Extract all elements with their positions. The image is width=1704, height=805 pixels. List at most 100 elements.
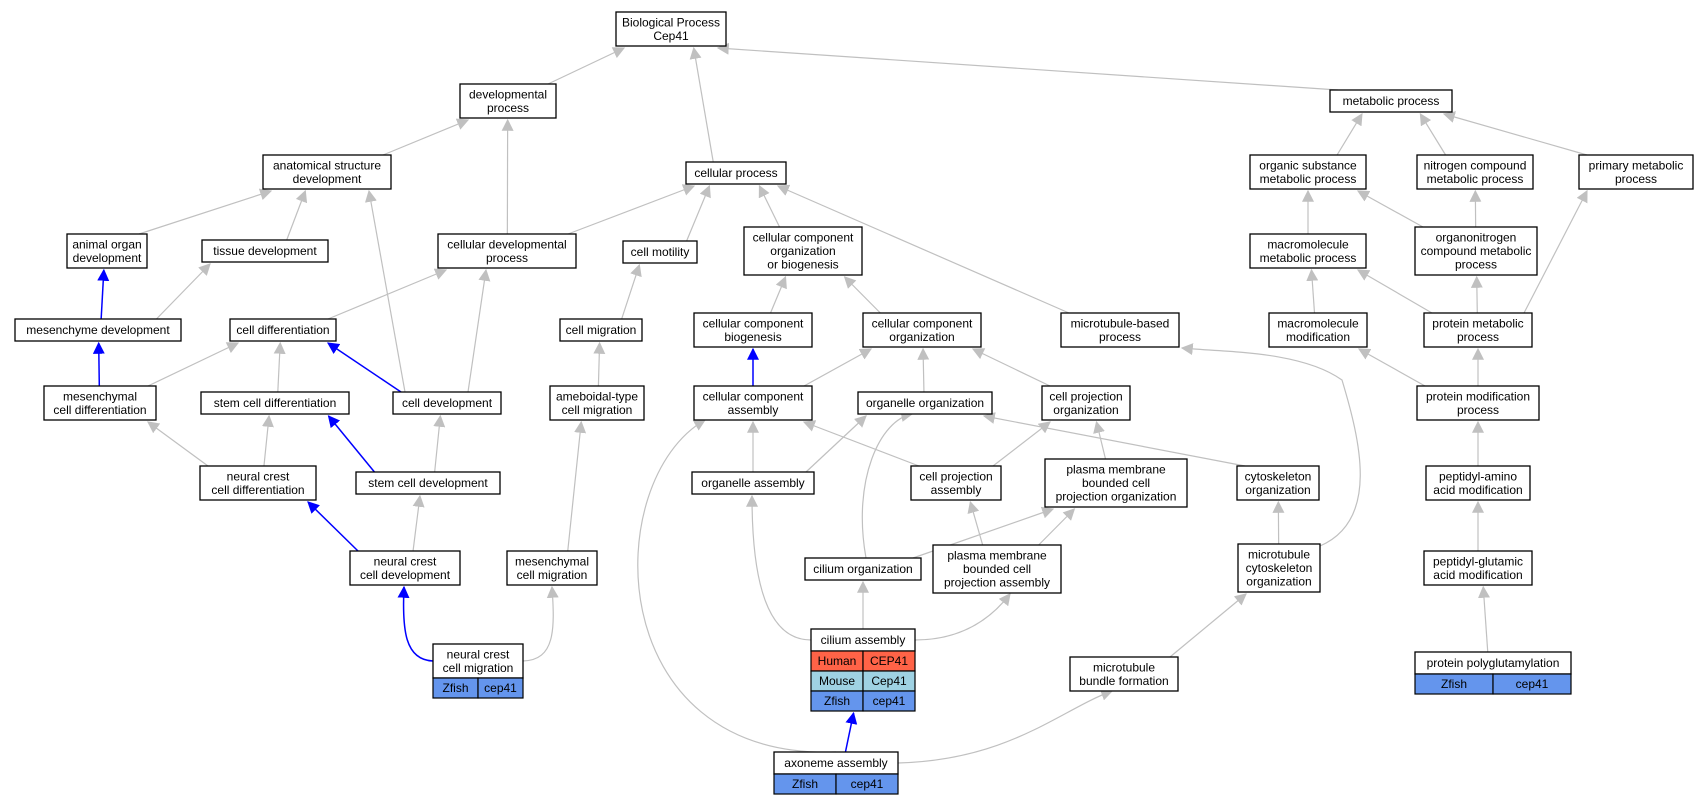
node-label-line: cellular component — [703, 316, 804, 330]
node-label-line: cell motility — [631, 245, 690, 259]
is-a-edge-cpa-to-cca — [802, 420, 920, 467]
is-a-edge-cco-to-ccob — [843, 276, 881, 314]
node-box — [691, 471, 815, 495]
annotation-gene: cep41 — [1516, 677, 1549, 691]
is-a-edge-osmp-to-meta — [1336, 112, 1363, 156]
node-mdev[interactable]: mesenchyme development — [14, 318, 182, 342]
node-label-line: projection assembly — [944, 576, 1050, 590]
node-label-line: tissue development — [213, 244, 317, 258]
is-a-edge-acm-to-cmig — [593, 341, 606, 387]
node-label-line: process — [1457, 403, 1499, 417]
node-box — [1268, 312, 1368, 348]
node-box — [910, 465, 1002, 501]
node-box — [693, 385, 813, 421]
edges-layer — [92, 42, 1588, 764]
node-box — [437, 233, 577, 269]
node-label-line: modification — [1286, 330, 1350, 344]
is-a-edge-ocmp-to-osmp — [1356, 190, 1424, 228]
is-a-edge-td-to-asd — [286, 189, 308, 241]
is-a-edge-cdiff-to-cdp — [327, 268, 448, 320]
node-cp[interactable]: cellular process — [685, 161, 787, 185]
node-label-line: development — [73, 251, 142, 265]
annotation-gene-cell — [835, 773, 899, 795]
node-label-line: cell migration — [562, 403, 633, 417]
is-a-edge-celldev-to-asd — [364, 189, 406, 393]
node-scd[interactable]: stem cell differentiation — [200, 391, 350, 415]
node-label-line: organization — [1053, 403, 1118, 417]
node-label-line: cell differentiation — [53, 403, 146, 417]
is-a-edge-cmig-to-cm — [621, 263, 642, 320]
node-corg[interactable]: cilium organization — [804, 557, 922, 581]
node-box — [1423, 550, 1533, 586]
is-a-edge-cm-to-cp — [686, 184, 711, 242]
node-label-line: cell projection — [1049, 389, 1122, 403]
node-celldev[interactable]: cell development — [392, 391, 502, 415]
node-box — [1249, 154, 1367, 190]
node-oa[interactable]: organelle assembly — [691, 471, 815, 495]
node-cmig[interactable]: cell migration — [559, 318, 643, 342]
is-a-edge-scdev-to-celldev — [433, 414, 446, 473]
node-box — [229, 318, 337, 342]
node-cdiff[interactable]: cell differentiation — [229, 318, 337, 342]
annotation-species: Human — [818, 654, 857, 668]
is-a-edge-ncdev-to-scdev — [412, 494, 425, 552]
node-label-line: axoneme assembly — [784, 756, 887, 770]
annotation-species: Zfish — [442, 681, 468, 695]
node-oorg[interactable]: organelle organization — [857, 391, 993, 415]
annotation-gene-cell — [1492, 673, 1572, 695]
node-box — [1236, 465, 1320, 501]
node-scdev[interactable]: stem cell development — [355, 471, 501, 495]
is-a-edge-protmp-to-ocmp — [1470, 275, 1483, 314]
annotation-gene-cell — [862, 690, 916, 712]
node-box — [1423, 312, 1533, 348]
is-a-edge-aod-to-asd — [138, 188, 273, 235]
node-box — [349, 550, 461, 586]
node-label-line: cell migration — [517, 568, 588, 582]
node-td[interactable]: tissue development — [201, 239, 329, 263]
is-a-edge-pmp-to-meta — [1442, 111, 1588, 156]
node-label-line: cell differentiation — [236, 323, 329, 337]
node-cm[interactable]: cell motility — [622, 240, 698, 264]
annotation-species: Zfish — [824, 694, 850, 708]
node-meta[interactable]: metabolic process — [1329, 89, 1453, 113]
node-label-line: organization — [770, 244, 835, 258]
is-a-edge-ca-to-oa — [746, 494, 812, 641]
